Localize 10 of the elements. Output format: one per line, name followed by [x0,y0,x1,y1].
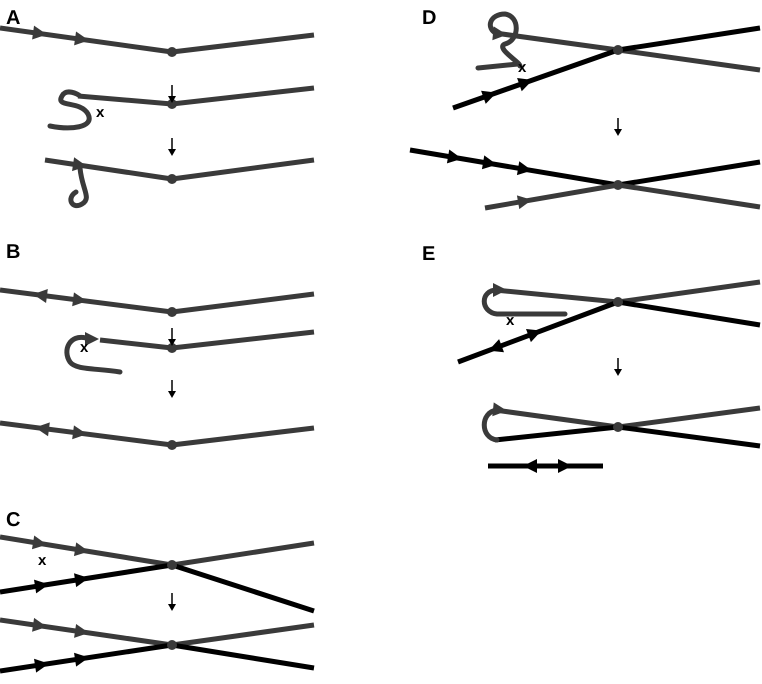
crossover-mark: x [518,60,526,75]
panel-letter: B [6,242,20,262]
panel-letter: E [422,244,436,264]
crossover-mark: x [96,105,104,120]
panel-letter: A [6,8,20,28]
panel-letter: D [422,8,436,28]
crossover-mark: x [38,553,46,568]
crossover-mark: x [80,340,88,355]
crossover-mark: x [506,313,514,328]
panel-letter: C [6,510,20,530]
